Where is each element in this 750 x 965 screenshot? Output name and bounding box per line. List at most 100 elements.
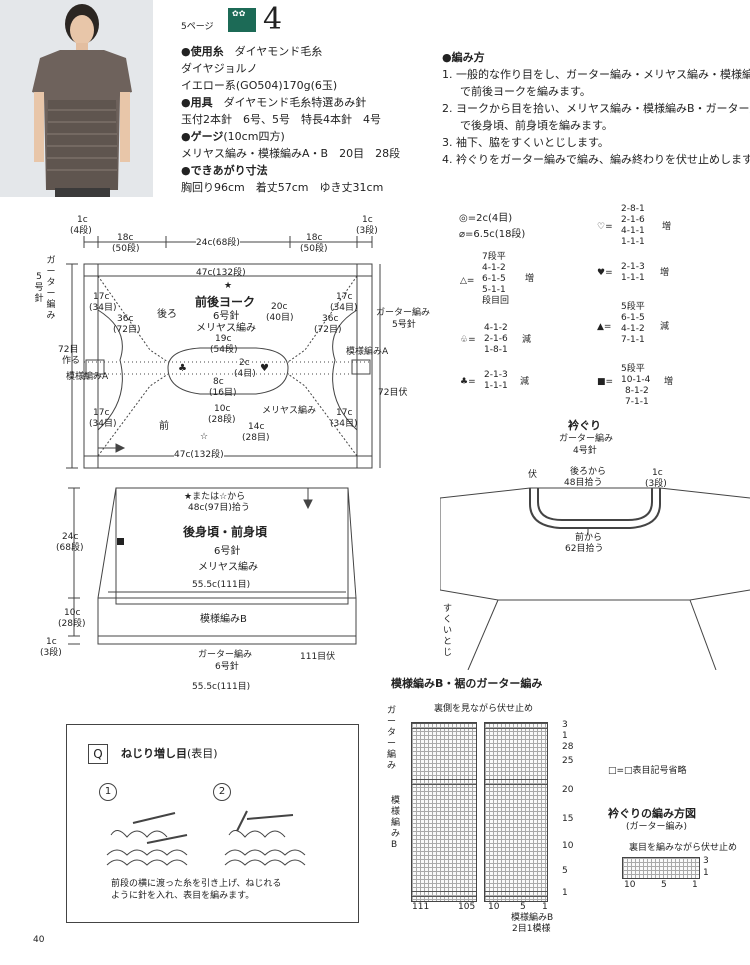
step-line: で前後ヨークを編みます。 [460, 85, 591, 98]
dim-28b: (28目) [242, 433, 270, 443]
chart-row-num: 10 [562, 841, 574, 851]
body-title: 後身頃・前身頃 [183, 525, 268, 539]
neck-chart-title: 衿ぐりの編み方図 [608, 807, 696, 820]
instructions-block: ●編み方 1. 一般的な作り目をし、ガーター編み・メリヤス編み・模様編みA で前… [442, 50, 750, 167]
pattern-a-right: 模様編みA [346, 347, 389, 357]
club-note: 減 [522, 335, 532, 345]
legend-2: ⌀=6.5c(18段) [459, 229, 526, 240]
chart-top-note: 裏側を見ながら伏せ止め [434, 704, 534, 714]
dim-17c-3: 17c [93, 408, 110, 418]
size-line: 胸回り96cm 着丈57cm ゆき丈31cm [181, 181, 384, 194]
front-label: 前 [159, 421, 169, 432]
yarn-color: イエロー系(GO504)170g(6玉) [181, 79, 338, 92]
neck-col-num: 5 [661, 880, 667, 890]
neck-row-num: 1 [703, 868, 709, 878]
neckline-diagram-lines [440, 487, 750, 670]
square-marker-icon [117, 538, 124, 545]
dim-40: (40目) [266, 313, 294, 323]
chart-row-num: 5 [562, 866, 568, 876]
technique-illustration [106, 810, 306, 866]
chart-row-band [485, 779, 547, 785]
dim-8c: 8c [213, 377, 224, 387]
model-photo [0, 0, 153, 197]
body-width1: 55.5c(111目) [192, 580, 251, 590]
dim-72-1: (72目) [113, 325, 141, 335]
stitch-m2: メリヤス編み [262, 406, 317, 416]
step-2-badge: 2 [213, 783, 231, 801]
neckline-front-from: 前から [575, 533, 603, 543]
body-stitch: メリヤス編み [198, 562, 258, 573]
model-photo-illustration [0, 0, 153, 197]
dim-2c: 2c [239, 358, 250, 368]
chart-row-band [412, 723, 476, 729]
materials-block: ●使用糸 ダイヤモンド毛糸 ダイヤジョルノ イエロー系(GO504)170g(6… [181, 44, 400, 195]
cast-72: 72目 [58, 345, 79, 355]
star-solid-icon: ★ [224, 281, 233, 291]
neck-row-num: 3 [703, 856, 709, 866]
neckline-back-pick: 48目拾う [564, 478, 603, 488]
technique-box: Q ねじり増し目(表目) 1 2 前段の横に渡った糸を引き上げ、ねじれる ように… [66, 724, 359, 923]
step-line: で後身頃、前身頃を編みます。 [460, 119, 613, 132]
chart-col-num: 111 [412, 902, 430, 912]
body-height-c: 24c [62, 532, 79, 542]
tri-b-label: ▲= [597, 322, 612, 332]
yoke-title: 前後ヨーク [195, 295, 256, 309]
chart-row-band [485, 723, 547, 729]
body-3: (3段) [40, 648, 62, 658]
technique-caption1: 前段の横に渡った糸を引き上げ、ねじれる [111, 879, 282, 889]
chart-repeat: 模様編みB [511, 913, 554, 923]
dim-17c-1: 17c [93, 292, 110, 302]
star-open-icon: ☆ [200, 432, 209, 442]
neckline-front-pick: 62目拾う [565, 544, 604, 554]
neckline-needle: 4号針 [573, 446, 597, 456]
step-line: 1. 一般的な作り目をし、ガーター編み・メリヤス編み・模様編みA [442, 68, 750, 81]
dim-4dan: (4段) [70, 226, 92, 236]
legend-1: ◎=2c(4目) [459, 213, 513, 224]
chart-row-num: 1 [562, 888, 568, 898]
gauge-heading: ●ゲージ [181, 130, 224, 143]
step-1-badge: 1 [99, 783, 117, 801]
dim-54: (54段) [210, 345, 238, 355]
chart-grid-left [411, 722, 477, 902]
size-heading: ●できあがり寸法 [181, 164, 268, 177]
dim-19c: 19c [215, 334, 232, 344]
heartb-note: 増 [660, 268, 670, 278]
technique-title: ねじり増し目(表目) [121, 747, 218, 760]
club-label: ♧= [460, 335, 476, 345]
heart-label: ♡= [597, 222, 613, 232]
dim-28: (28段) [208, 415, 236, 425]
body-bind: 111目伏 [300, 652, 336, 662]
dim-10c: 10c [214, 404, 231, 414]
dim-20c: 20c [271, 302, 288, 312]
chart-row-num: 25 [562, 756, 574, 766]
yoke-body-diagram-lines [66, 236, 381, 645]
back-label: 後ろ [157, 309, 177, 320]
body-28: (28段) [58, 619, 86, 629]
chart-row-num: 15 [562, 814, 574, 824]
dim-1c-left: 1c [77, 215, 88, 225]
chart-col-num: 5 [520, 902, 526, 912]
dim-18c-right: 18c [306, 233, 323, 243]
page-reference: 5ページ [181, 22, 214, 32]
step-line: 2. ヨークから目を拾い、メリヤス編み・模様編みB・ガーター編み [442, 102, 750, 115]
dim-34-3: (34目) [89, 419, 117, 429]
dim-1c-right: 1c [362, 215, 373, 225]
gauge-line: メリヤス編み・模様編みA・B 20目 28段 [181, 147, 401, 160]
tri-label: △= [460, 276, 475, 286]
tools-line1: ダイヤモンド毛糸特選あみ針 [223, 96, 367, 109]
body-needle6: 6号針 [215, 662, 239, 672]
yarn-brand: ダイヤモンド毛糸 [234, 45, 323, 58]
needle5-left-label: 5号針 [34, 272, 44, 304]
instructions-heading: ●編み方 [442, 51, 485, 64]
chart-row-band [412, 891, 476, 897]
neckline-1c: 1c [652, 468, 663, 478]
tools-line2: 玉付2本針 6号、5号 特長4本針 4号 [181, 113, 381, 126]
neck-chart-grid [622, 857, 700, 879]
chart-title: 模様編みB・裾のガーター編み [391, 677, 543, 690]
dim-36c-1: 36c [117, 314, 134, 324]
dim-16: (16目) [209, 388, 237, 398]
